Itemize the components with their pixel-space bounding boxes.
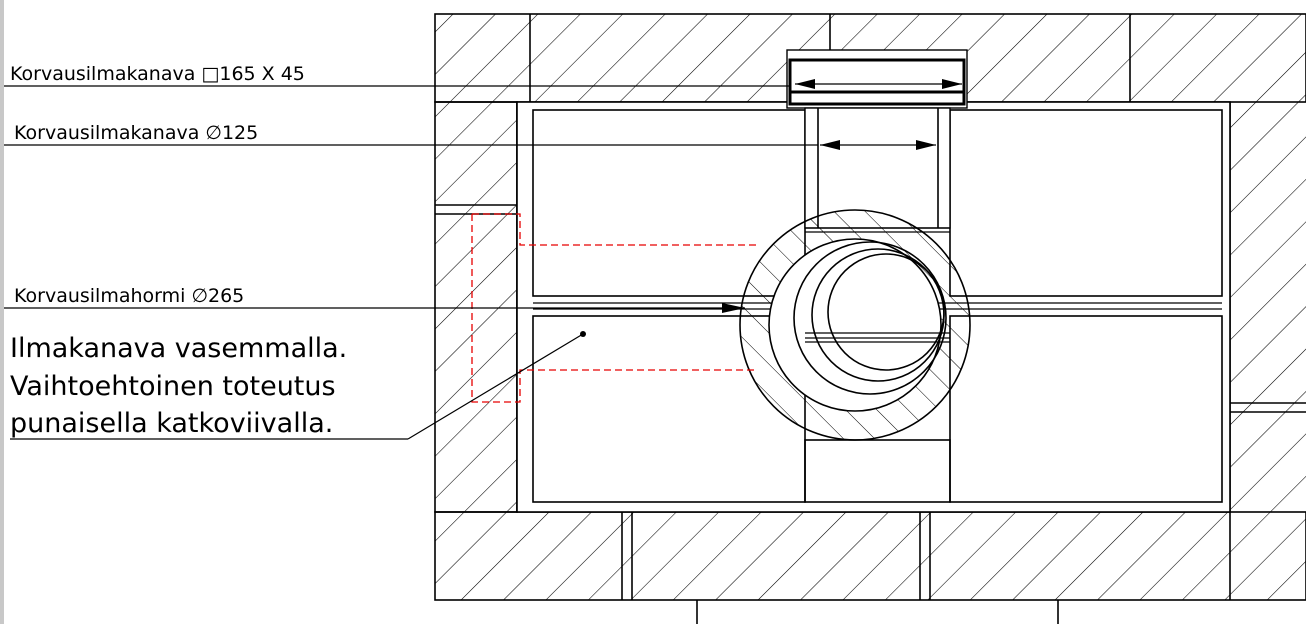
note-line-3: punaisella katkoviivalla. — [10, 408, 333, 439]
shaft — [739, 209, 971, 441]
rect-duct-label: Korvausilmakanava □165 X 45 — [10, 63, 305, 85]
shaft-label: Korvausilmahormi ∅265 — [14, 285, 244, 307]
note-line-1: Ilmakanava vasemmalla. — [10, 333, 347, 364]
note-line-2: Vaihtoehtoinen toteutus — [10, 371, 336, 402]
round-duct — [804, 107, 951, 229]
right-wall — [1229, 102, 1306, 512]
rect-duct — [786, 49, 968, 109]
bottom-wall — [434, 511, 1306, 601]
frame-border — [0, 0, 4, 624]
round-duct-label: Korvausilmakanava ∅125 — [14, 122, 258, 144]
bottom-lines — [696, 600, 1059, 624]
alternative-route — [471, 213, 757, 403]
left-wall — [434, 101, 518, 513]
leaders — [4, 79, 962, 440]
